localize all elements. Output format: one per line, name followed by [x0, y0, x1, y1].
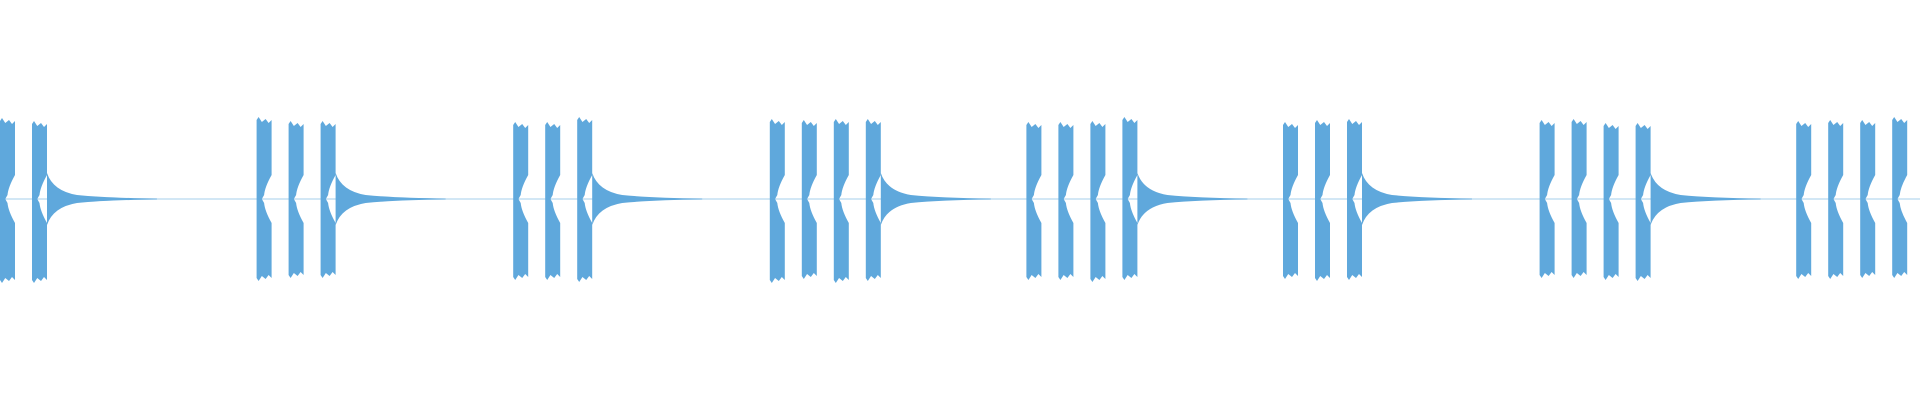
waveform-burst [769, 119, 785, 283]
waveform-burst [1122, 117, 1138, 280]
waveform-burst [865, 119, 881, 281]
waveform-decay-tail [880, 173, 991, 225]
waveform-burst [545, 122, 561, 280]
waveform-burst [1828, 120, 1844, 279]
waveform-burst [0, 118, 15, 283]
waveform-decay-tail [1650, 173, 1761, 225]
waveform-burst [1539, 120, 1555, 278]
waveform-burst [1347, 119, 1362, 280]
waveform-burst [1571, 119, 1587, 278]
waveform-burst [1860, 120, 1876, 278]
waveform-burst [320, 121, 336, 278]
waveform-decay-tail [335, 173, 446, 225]
waveform-burst [1796, 121, 1812, 279]
waveform-burst [1026, 122, 1042, 280]
waveform-burst [1603, 123, 1619, 280]
waveform-decay-tail [47, 173, 157, 225]
waveform-burst [1635, 123, 1651, 281]
waveform-burst [801, 120, 817, 279]
waveform-burst [256, 117, 272, 281]
waveform-decay-tail [1362, 173, 1472, 225]
waveform-burst [32, 121, 47, 283]
waveform-burst [1892, 117, 1908, 278]
waveform-burst [288, 121, 304, 278]
waveform-decay-tail [592, 173, 703, 225]
waveform-burst [833, 119, 849, 283]
waveform-decay-tail [1137, 173, 1248, 225]
waveform-burst [577, 117, 593, 282]
waveform-burst [513, 122, 529, 280]
waveform-burst [1315, 120, 1330, 281]
waveform-burst [1058, 122, 1074, 280]
waveform-burst [1090, 121, 1106, 282]
waveform-burst [1283, 122, 1298, 279]
